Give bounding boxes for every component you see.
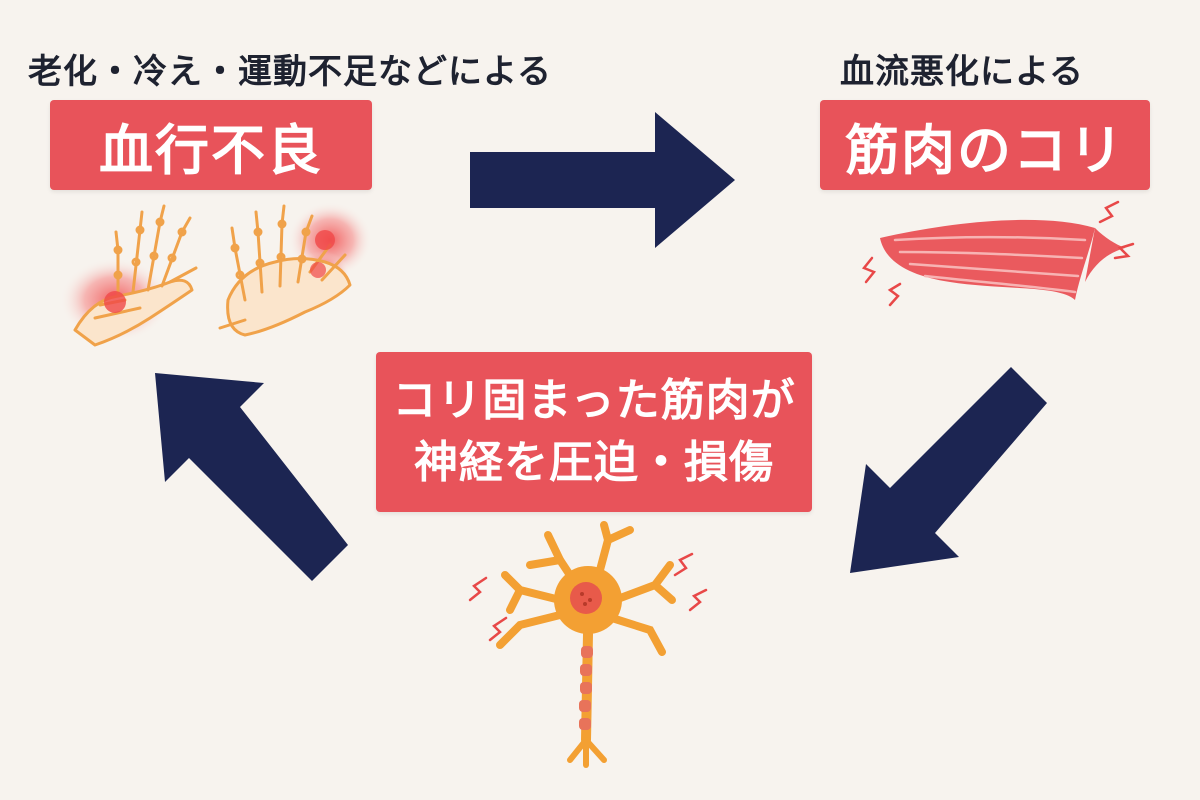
neuron-icon [468,521,708,768]
nerve-compression-label: コリ固まった筋肉が 神経を圧迫・損傷 [376,352,812,512]
poor-circulation-label: 血行不良 [50,100,372,190]
worsened-blood-flow-caption: 血流悪化による [840,52,1084,92]
arrow-right-icon [470,112,735,248]
arrow-up-left-icon [155,373,348,581]
nerve-compression-line-1: コリ固まった筋肉が [392,375,796,426]
tense-muscle-icon [861,200,1135,307]
arrow-down-left-icon [850,367,1047,573]
cause-caption: 老化・冷え・運動不足などによる [28,52,552,92]
hand-bones-inflammation-icon [60,202,372,347]
nerve-compression-line-2: 神経を圧迫・損傷 [414,437,774,488]
muscle-stiffness-label: 筋肉のコリ [820,100,1150,190]
